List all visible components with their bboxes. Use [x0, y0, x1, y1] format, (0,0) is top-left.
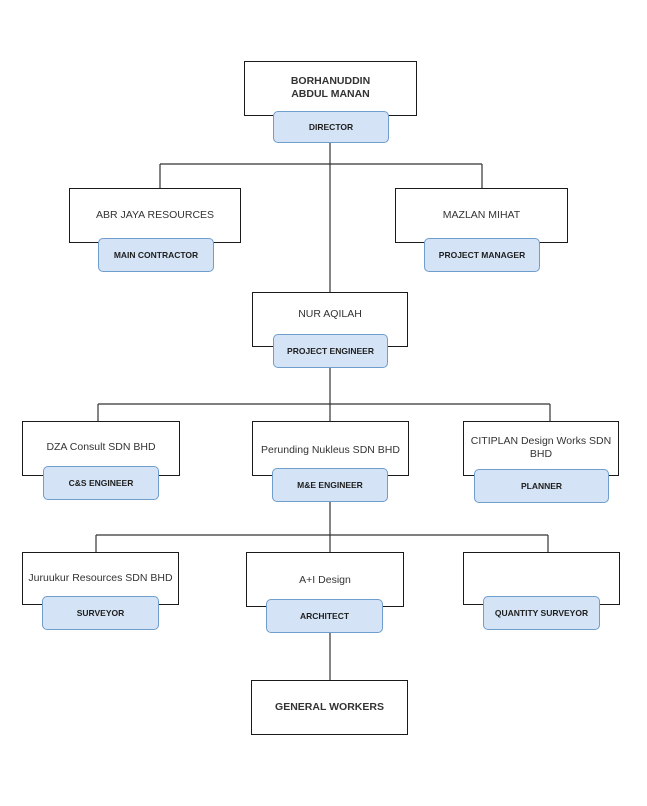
cs-engineer-role-badge: C&S ENGINEER	[43, 466, 159, 500]
main-contractor-box: ABR JAYA RESOURCES	[69, 188, 241, 243]
quantity-surveyor-role-badge: QUANTITY SURVEYOR	[483, 596, 600, 630]
director-role-badge: DIRECTOR	[273, 111, 389, 143]
director-name: BORHANUDDIN ABDUL MANAN	[290, 75, 371, 100]
project-engineer-role-badge: PROJECT ENGINEER	[273, 334, 388, 368]
project-manager-role-badge: PROJECT MANAGER	[424, 238, 540, 272]
me-engineer-name: Perunding Nukleus SDN BHD	[261, 444, 400, 456]
director-box: BORHANUDDIN ABDUL MANAN	[244, 61, 417, 116]
cs-engineer-name: DZA Consult SDN BHD	[46, 441, 156, 453]
architect-name: A+I Design	[299, 574, 351, 586]
project-engineer-name: NUR AQILAH	[298, 308, 362, 320]
main-contractor-role-badge: MAIN CONTRACTOR	[98, 238, 214, 272]
architect-role-badge: ARCHITECT	[266, 599, 383, 633]
me-engineer-role-badge: M&E ENGINEER	[272, 468, 388, 502]
project-manager-name: MAZLAN MIHAT	[442, 209, 521, 221]
project-manager-box: MAZLAN MIHAT	[395, 188, 568, 243]
me-engineer-box: Perunding Nukleus SDN BHD	[252, 421, 409, 476]
surveyor-name: Juruukur Resources SDN BHD	[28, 572, 173, 584]
main-contractor-name: ABR JAYA RESOURCES	[95, 209, 215, 221]
surveyor-role-badge: SURVEYOR	[42, 596, 159, 630]
planner-role-badge: PLANNER	[474, 469, 609, 503]
general-workers-box: GENERAL WORKERS	[251, 680, 408, 735]
general-workers-name: GENERAL WORKERS	[275, 701, 384, 713]
planner-box: CITIPLAN Design Works SDN BHD	[463, 421, 619, 476]
architect-box: A+I Design	[246, 552, 404, 607]
planner-name: CITIPLAN Design Works SDN BHD	[470, 435, 612, 460]
